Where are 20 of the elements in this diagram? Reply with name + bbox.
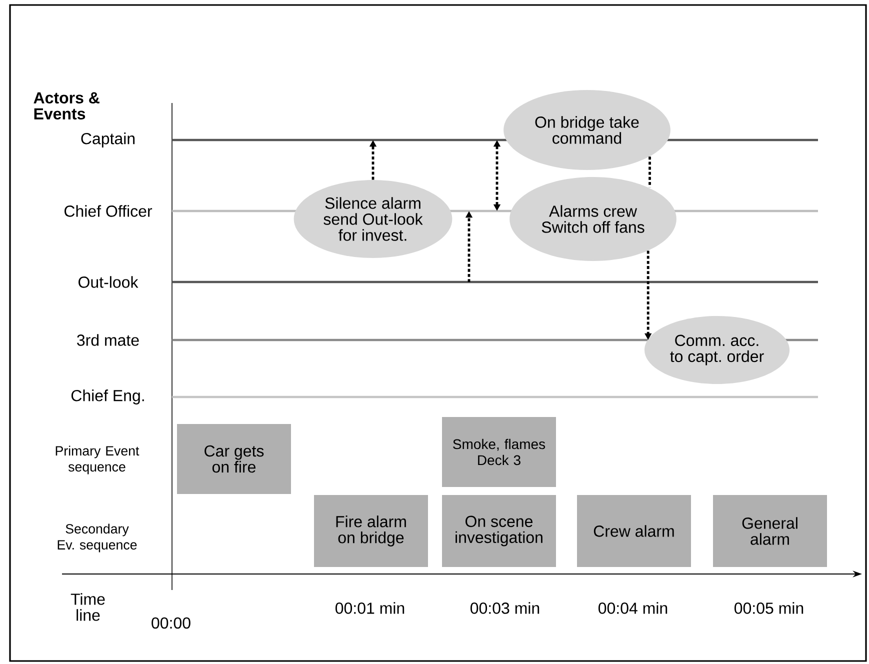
lane-label: Chief Officer [64,205,152,217]
time-label: 00:01 min [336,602,404,614]
time-label: 00:05 min [734,602,804,614]
lane-label: Captain [81,132,135,148]
row-label: Secondary Ev. sequence [58,524,137,552]
axis-label: Time line [70,593,105,621]
event-box: General alarm [713,495,827,567]
event-box: Fire alarm on bridge [314,495,428,567]
time-label: 00:03 min [470,602,540,614]
time-label: 00:00 [152,617,190,629]
axis-title: Actors & Events [34,92,100,120]
lane-label: 3rd mate [77,334,139,346]
time-label: 00:04 min [598,602,668,614]
lane-label: Chief Eng. [71,390,144,404]
row-label: Primary Event sequence [56,446,140,474]
event-box: Crew alarm [577,495,691,567]
event-box: Car gets on fire [177,424,291,494]
event-box: On scene investigation [442,495,556,567]
event-box: Smoke, flames Deck 3 [442,417,556,487]
lane-label: Out-look [78,276,138,288]
